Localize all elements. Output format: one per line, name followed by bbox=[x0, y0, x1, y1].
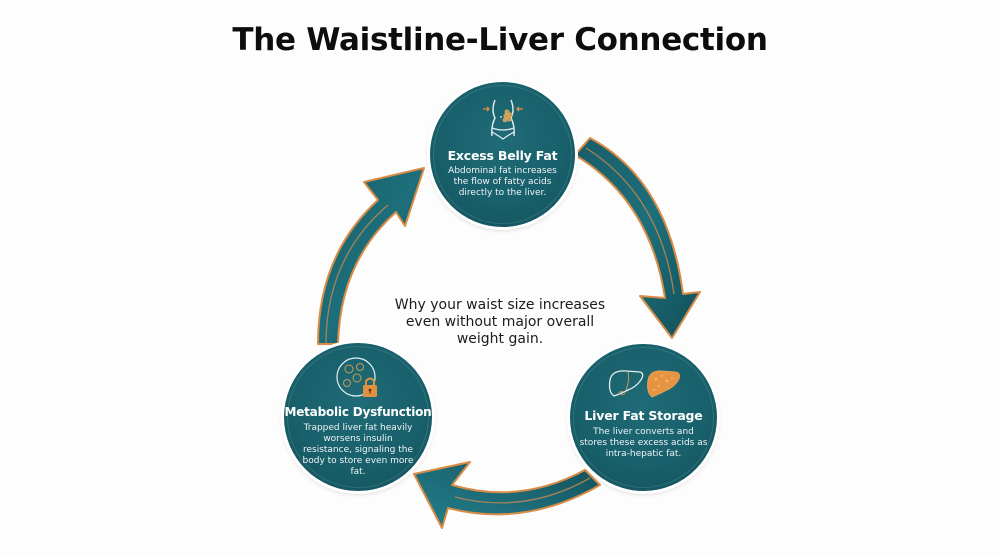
step-title: Excess Belly Fat bbox=[447, 148, 558, 163]
arrow-metabolic-to-belly bbox=[317, 167, 425, 345]
center-caption: Why your waist size increases even witho… bbox=[394, 297, 606, 347]
step-description: Trapped liver fat heavily worsens insuli… bbox=[302, 423, 414, 477]
step-description: The liver converts and stores these exce… bbox=[579, 427, 708, 459]
diagram-title: The Waistline-Liver Connection bbox=[232, 22, 768, 58]
step-title: Liver Fat Storage bbox=[584, 408, 703, 423]
arrow-belly-to-liver bbox=[574, 137, 701, 339]
step-title: Metabolic Dysfunction bbox=[284, 405, 432, 419]
step-description: Abdominal fat increases the flow of fatt… bbox=[448, 166, 557, 198]
fat-cells-lock-icon bbox=[336, 357, 377, 397]
step-excess-belly-fat: Excess Belly Fat Abdominal fat increases… bbox=[430, 82, 575, 227]
step-metabolic-dysfunction: Metabolic Dysfunction Trapped liver fat … bbox=[284, 343, 432, 491]
liver-icon bbox=[608, 370, 680, 398]
step-liver-fat-storage: Liver Fat Storage The liver converts and… bbox=[570, 344, 717, 491]
waist-fat-icon bbox=[482, 99, 523, 140]
arrow-liver-to-metabolic bbox=[413, 461, 601, 529]
